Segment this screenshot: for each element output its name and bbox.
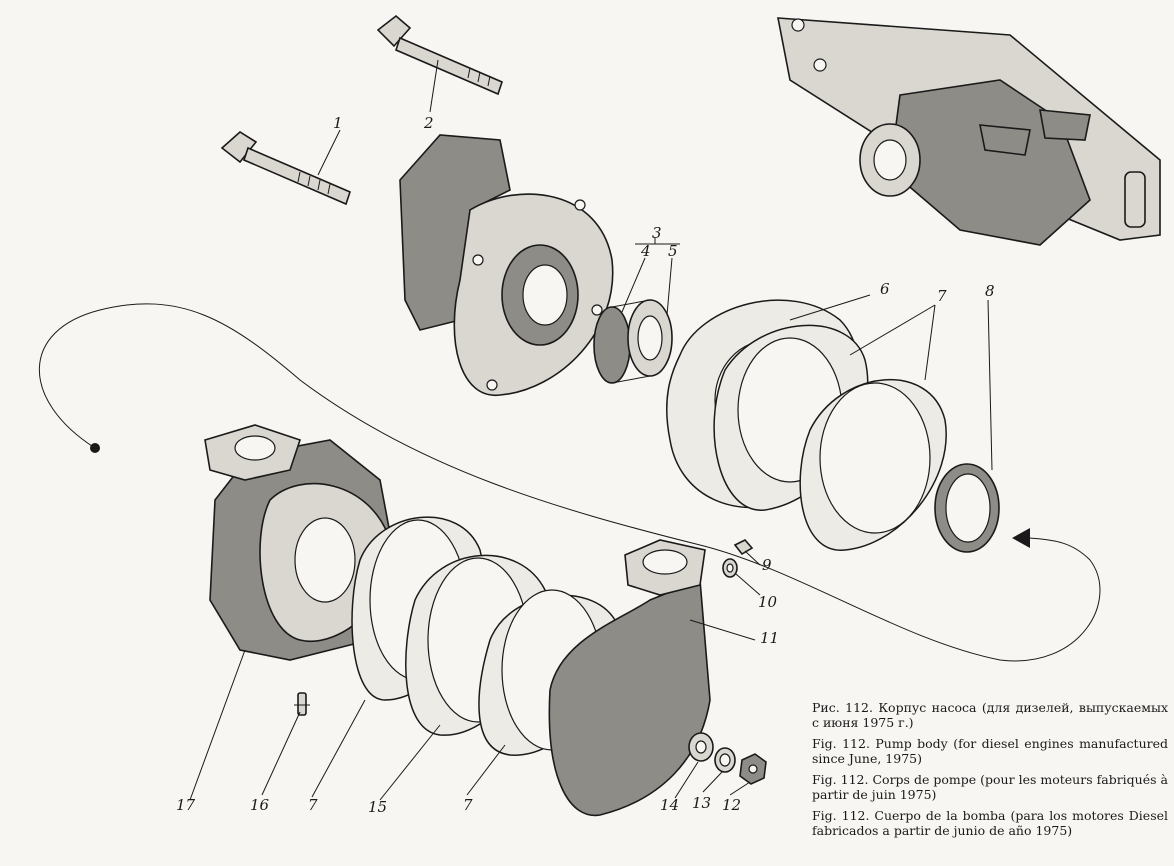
seal-ring-part-8 [934, 463, 1000, 553]
washer-part-10 [722, 558, 738, 578]
washer-part-14 [688, 732, 714, 762]
caption-english: Fig. 112. Pump body (for diesel engines … [812, 736, 1168, 766]
callout-10: 10 [758, 593, 778, 611]
callout-7-lower-right: 7 [463, 796, 473, 814]
bolt-part-1 [220, 131, 351, 206]
caption-french: Fig. 112. Corps de pompe (pour les moteu… [812, 772, 1168, 802]
callout-4: 4 [640, 242, 651, 260]
gasket-part-7-right [799, 378, 947, 551]
washer-part-13 [714, 747, 736, 773]
callout-12: 12 [722, 796, 741, 814]
callout-7-lower-left: 7 [308, 796, 318, 814]
nut-part-12 [739, 753, 767, 785]
flange-housing [399, 134, 614, 396]
callout-8: 8 [985, 282, 995, 300]
callout-1: 1 [333, 114, 343, 132]
callout-2: 2 [423, 114, 434, 132]
pump-body-part-17 [204, 424, 396, 661]
callout-14: 14 [660, 796, 679, 814]
figure-caption: Рис. 112. Корпус насоса (для дизелей, вы… [812, 700, 1168, 844]
bolt-part-9 [733, 539, 754, 556]
callout-13: 13 [692, 794, 711, 812]
caption-spanish: Fig. 112. Cuerpo de la bomba (para los m… [812, 808, 1168, 838]
caption-russian: Рис. 112. Корпус насоса (для дизелей, вы… [812, 700, 1168, 730]
callout-5: 5 [668, 242, 678, 260]
assembly-path-curve [38, 303, 1101, 662]
bearing-ring [593, 299, 673, 384]
callout-6: 6 [880, 280, 890, 298]
bolt-part-2 [376, 14, 503, 96]
callout-7-upper: 7 [937, 287, 947, 305]
leader-lines [189, 59, 993, 801]
callout-11: 11 [760, 629, 779, 647]
callout-16: 16 [250, 796, 270, 814]
callout-15: 15 [368, 798, 387, 816]
callout-17: 17 [176, 796, 196, 814]
outlet-housing-part-11 [548, 539, 711, 817]
assembled-pump-illustration [777, 17, 1161, 246]
callout-3: 3 [652, 224, 662, 242]
callout-9: 9 [762, 556, 772, 574]
stud-part-16 [294, 692, 310, 716]
